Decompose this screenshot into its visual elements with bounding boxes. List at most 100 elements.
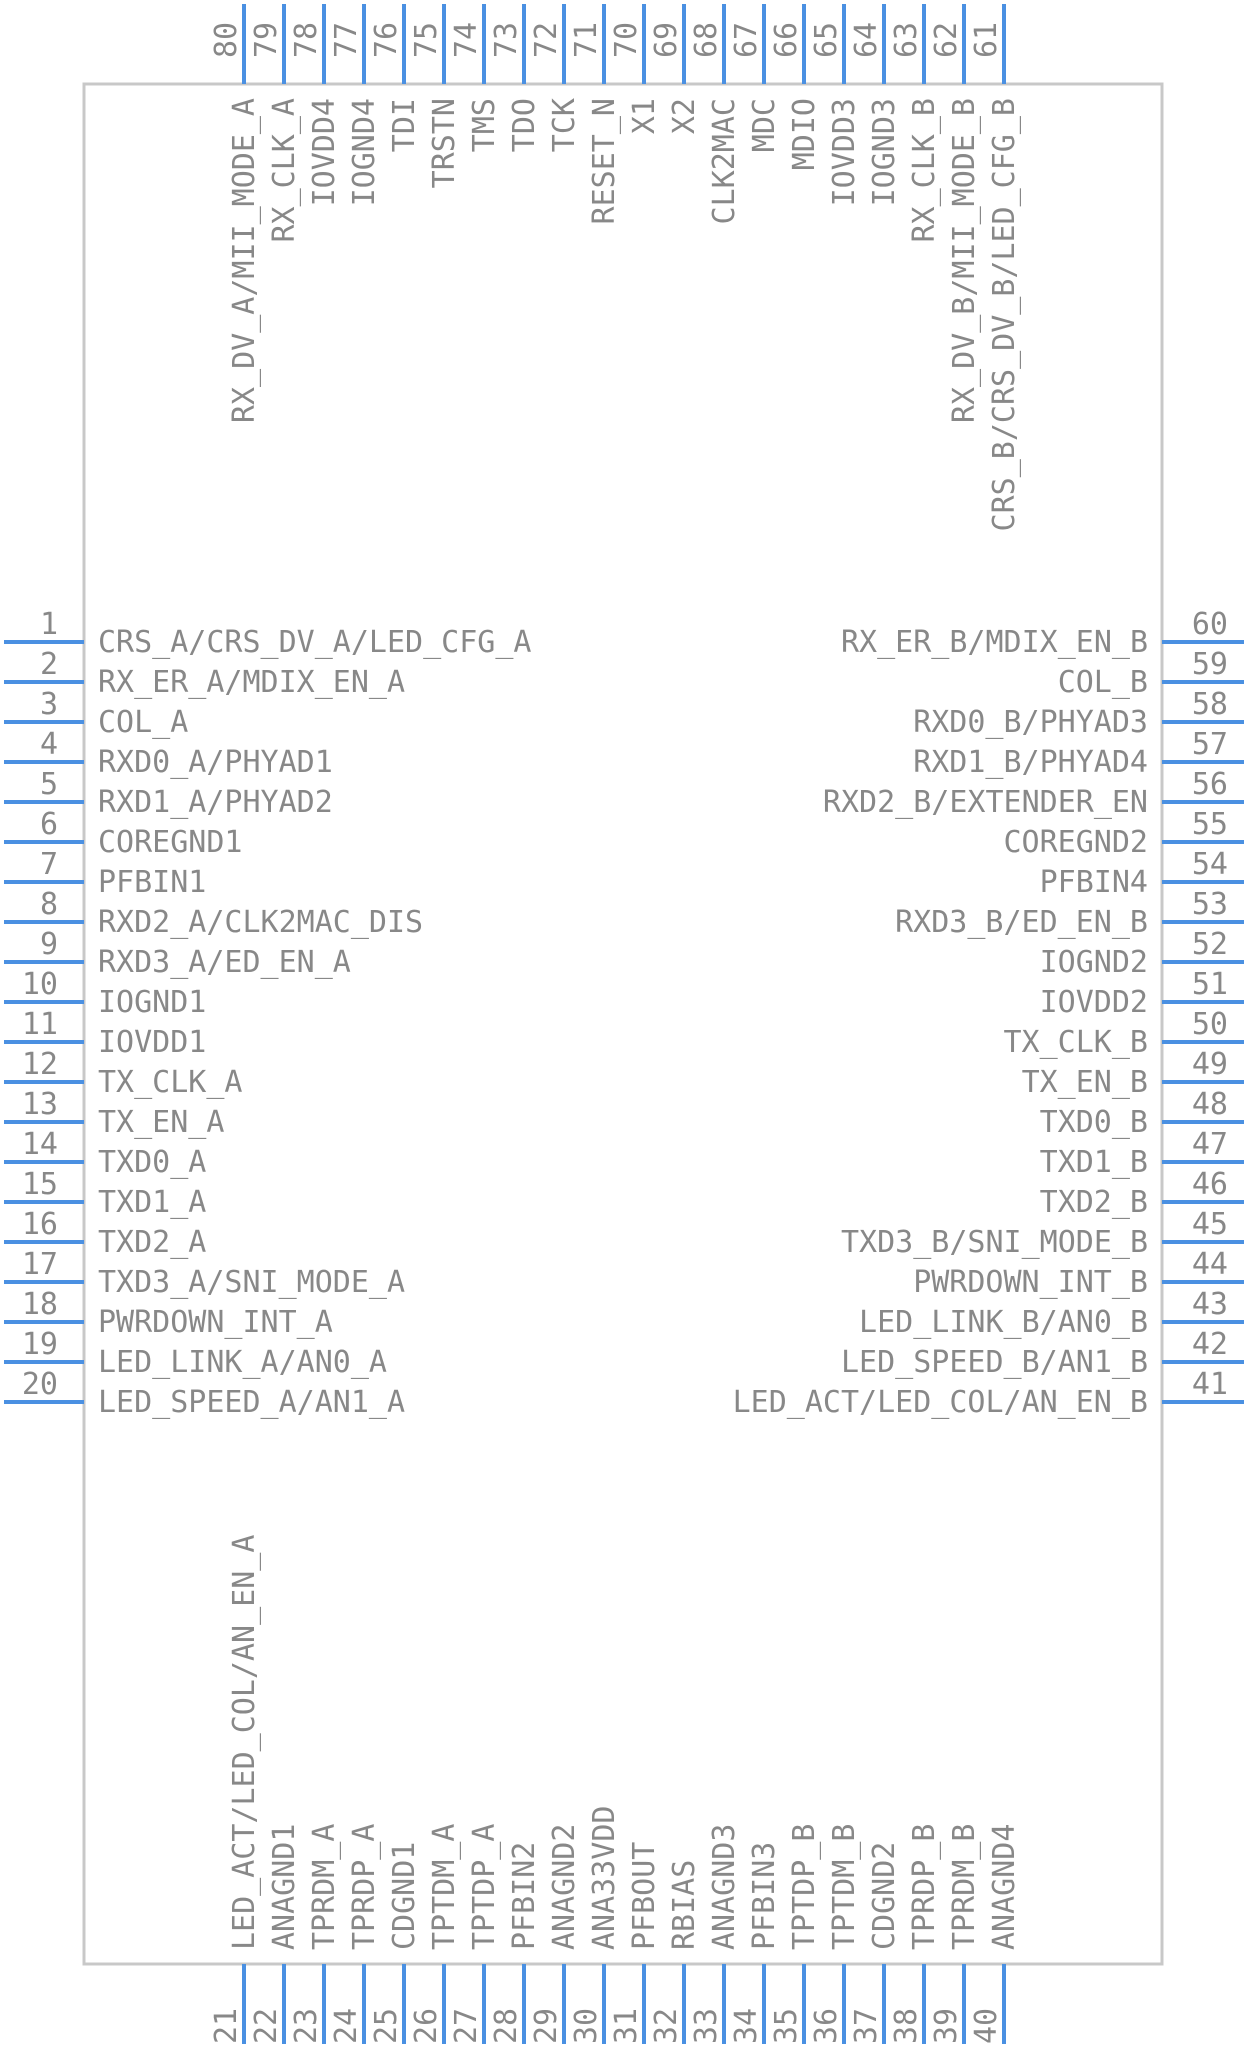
pin-label: IOGND2 xyxy=(1040,945,1148,980)
pin-number: 68 xyxy=(689,22,724,58)
pin-label: RX_CLK_A xyxy=(267,98,302,243)
pin-label: PFBIN2 xyxy=(507,1842,542,1950)
pin-label: TPRDM_B xyxy=(947,1824,982,1950)
pin-number: 43 xyxy=(1192,1287,1228,1322)
pin-number: 19 xyxy=(22,1327,58,1362)
pin-number: 5 xyxy=(40,767,58,802)
pin-number: 76 xyxy=(369,22,404,58)
pin-number: 26 xyxy=(409,2008,444,2044)
pin-label: IOVDD3 xyxy=(827,98,862,206)
pin-number: 35 xyxy=(769,2008,804,2044)
pin-label: TXD1_B xyxy=(1040,1145,1148,1180)
pin-number: 39 xyxy=(929,2008,964,2044)
pin-number: 37 xyxy=(849,2008,884,2044)
pin-label: TXD0_A xyxy=(98,1145,206,1180)
pin-number: 79 xyxy=(249,22,284,58)
pin-label: IOGND1 xyxy=(98,985,206,1020)
pin-label: LED_SPEED_A/AN1_A xyxy=(98,1385,405,1420)
pin-label: TPTDM_A xyxy=(427,1824,462,1950)
pin-number: 11 xyxy=(22,1007,58,1042)
pin-label: TXD2_B xyxy=(1040,1185,1148,1220)
pin-number: 51 xyxy=(1192,967,1228,1002)
pin-label: ANAGND1 xyxy=(267,1824,302,1950)
pin-number: 7 xyxy=(40,847,58,882)
pin-number: 72 xyxy=(529,22,564,58)
pin-label: RXD3_A/ED_EN_A xyxy=(98,945,351,980)
pin-number: 74 xyxy=(449,22,484,58)
pin-label: CDGND1 xyxy=(387,1842,422,1950)
pin-number: 49 xyxy=(1192,1047,1228,1082)
pin-number: 4 xyxy=(40,727,58,762)
pin-label: COREGND2 xyxy=(1004,825,1149,860)
pin-label: MDC xyxy=(747,98,782,152)
pin-number: 3 xyxy=(40,687,58,722)
pin-label: TX_CLK_A xyxy=(98,1065,243,1100)
pin-number: 25 xyxy=(369,2008,404,2044)
pin-number: 15 xyxy=(22,1167,58,1202)
pin-number: 64 xyxy=(849,22,884,58)
pin-label: COL_A xyxy=(98,705,188,740)
pin-label: PFBOUT xyxy=(627,1842,662,1950)
pin-label: RX_CLK_B xyxy=(907,98,942,243)
pin-number: 75 xyxy=(409,22,444,58)
pin-label: LED_ACT/LED_COL/AN_EN_A xyxy=(227,1535,262,1950)
pin-number: 41 xyxy=(1192,1367,1228,1402)
pin-label: CLK2MAC xyxy=(707,98,742,224)
pin-number: 54 xyxy=(1192,847,1228,882)
pin-number: 66 xyxy=(769,22,804,58)
pin-number: 77 xyxy=(329,22,364,58)
pin-number: 42 xyxy=(1192,1327,1228,1362)
pin-number: 48 xyxy=(1192,1087,1228,1122)
right-pin-group: 60RX_ER_B/MDIX_EN_B59COL_B58RXD0_B/PHYAD… xyxy=(733,607,1244,1420)
left-pin-group: 1CRS_A/CRS_DV_A/LED_CFG_A2RX_ER_A/MDIX_E… xyxy=(4,607,531,1420)
pin-number: 59 xyxy=(1192,647,1228,682)
pin-label: TPRDP_B xyxy=(907,1824,942,1950)
pin-number: 29 xyxy=(529,2008,564,2044)
pin-label: TXD1_A xyxy=(98,1185,206,1220)
pin-number: 31 xyxy=(609,2008,644,2044)
pin-number: 8 xyxy=(40,887,58,922)
pin-number: 38 xyxy=(889,2008,924,2044)
pin-label: TPTDP_B xyxy=(787,1824,822,1950)
pin-number: 22 xyxy=(249,2008,284,2044)
pin-label: TMS xyxy=(467,98,502,152)
pin-label: RXD3_B/ED_EN_B xyxy=(895,905,1148,940)
pin-label: ANA33VDD xyxy=(587,1806,622,1951)
pin-label: X1 xyxy=(627,98,662,134)
pin-number: 33 xyxy=(689,2008,724,2044)
pin-label: PFBIN1 xyxy=(98,865,206,900)
pin-label: LED_LINK_A/AN0_A xyxy=(98,1345,387,1380)
pin-label: PFBIN4 xyxy=(1040,865,1148,900)
pin-label: TXD3_A/SNI_MODE_A xyxy=(98,1265,405,1300)
pin-label: CRS_B/CRS_DV_B/LED_CFG_B xyxy=(987,98,1022,531)
pin-label: IOVDD4 xyxy=(307,98,342,206)
pin-number: 13 xyxy=(22,1087,58,1122)
pin-number: 32 xyxy=(649,2008,684,2044)
pin-label: IOVDD2 xyxy=(1040,985,1148,1020)
pin-number: 65 xyxy=(809,22,844,58)
pin-label: X2 xyxy=(667,98,702,134)
pin-label: ANAGND4 xyxy=(987,1824,1022,1950)
pin-label: LED_SPEED_B/AN1_B xyxy=(841,1345,1148,1380)
pin-number: 56 xyxy=(1192,767,1228,802)
pin-number: 69 xyxy=(649,22,684,58)
pin-label: RX_DV_A/MII_MODE_A xyxy=(227,98,262,423)
pin-label: TXD0_B xyxy=(1040,1105,1148,1140)
pin-number: 20 xyxy=(22,1367,58,1402)
pin-label: TX_EN_B xyxy=(1022,1065,1148,1100)
pin-label: LED_LINK_B/AN0_B xyxy=(859,1305,1148,1340)
pin-label: RXD0_A/PHYAD1 xyxy=(98,745,333,780)
pin-label: TXD3_B/SNI_MODE_B xyxy=(841,1225,1148,1260)
pin-label: CRS_A/CRS_DV_A/LED_CFG_A xyxy=(98,625,531,660)
pin-number: 24 xyxy=(329,2008,364,2044)
pin-number: 70 xyxy=(609,22,644,58)
pin-number: 53 xyxy=(1192,887,1228,922)
pin-label: TCK xyxy=(547,98,582,152)
pin-label: ANAGND3 xyxy=(707,1824,742,1950)
pin-label: PWRDOWN_INT_A xyxy=(98,1305,333,1340)
pin-number: 23 xyxy=(289,2008,324,2044)
pin-number: 28 xyxy=(489,2008,524,2044)
pin-number: 40 xyxy=(969,2008,1004,2044)
pin-number: 58 xyxy=(1192,687,1228,722)
pin-number: 80 xyxy=(209,22,244,58)
